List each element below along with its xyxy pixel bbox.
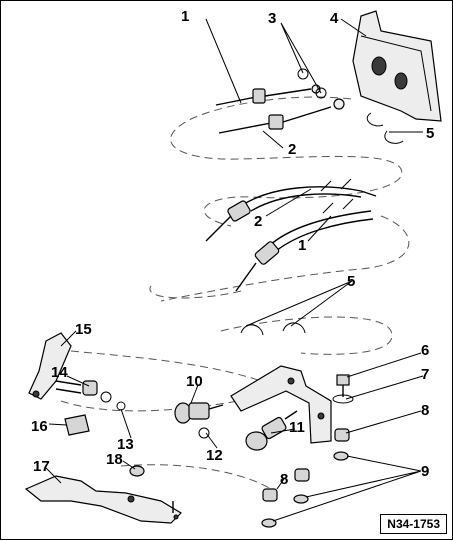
middle-cables	[205, 178, 377, 292]
callout-14: 14	[51, 364, 68, 381]
reference-code: N34-1753	[380, 514, 447, 534]
pivot-pin	[55, 380, 126, 411]
retaining-clips-5-upper	[366, 112, 404, 144]
dashed-guide-upper	[170, 96, 403, 227]
callout-8-bottom: 8	[280, 471, 288, 488]
callout-18: 18	[106, 451, 123, 468]
dashed-guide-middle	[149, 215, 410, 302]
callout-2-middle: 2	[254, 213, 262, 230]
callout-12: 12	[206, 447, 223, 464]
clip-16	[64, 414, 90, 436]
callout-3: 3	[268, 10, 276, 27]
callout-1-middle: 1	[298, 237, 306, 254]
callout-10: 10	[186, 373, 203, 390]
bolt-6	[332, 374, 354, 404]
callout-16: 16	[31, 418, 48, 435]
callout-11: 11	[289, 419, 305, 436]
retaining-clips-3	[297, 68, 327, 99]
mounting-base	[24, 475, 182, 524]
callout-17: 17	[33, 458, 50, 475]
cable-bracket	[230, 365, 332, 444]
callout-4: 4	[330, 10, 339, 27]
callout-13: 13	[117, 436, 134, 453]
callout-5-middle: 5	[347, 273, 355, 290]
callout-2-top: 2	[288, 141, 296, 158]
cable-socket-10	[174, 402, 224, 439]
callout-5-top: 5	[426, 125, 434, 142]
callout-6: 6	[421, 342, 429, 359]
rubber-bushings	[261, 428, 350, 528]
leader-lines	[45, 18, 424, 522]
callout-15: 15	[75, 321, 92, 338]
shift-housing	[352, 10, 442, 122]
dashed-guide-bottom	[60, 395, 272, 490]
callout-1-top: 1	[181, 8, 189, 25]
callout-8-right: 8	[421, 402, 429, 419]
cable-socket-11	[245, 410, 298, 451]
upper-cables	[215, 84, 345, 134]
callout-7: 7	[421, 366, 429, 383]
selector-lever	[28, 332, 72, 400]
retaining-clips-5-lower	[240, 322, 306, 336]
callout-labels: 1 3 4 5 2 2 1 5 15 6 7 10 14 8 16 12 11 …	[31, 8, 434, 488]
callout-9: 9	[421, 463, 429, 480]
dashed-guide-lower	[70, 316, 393, 382]
